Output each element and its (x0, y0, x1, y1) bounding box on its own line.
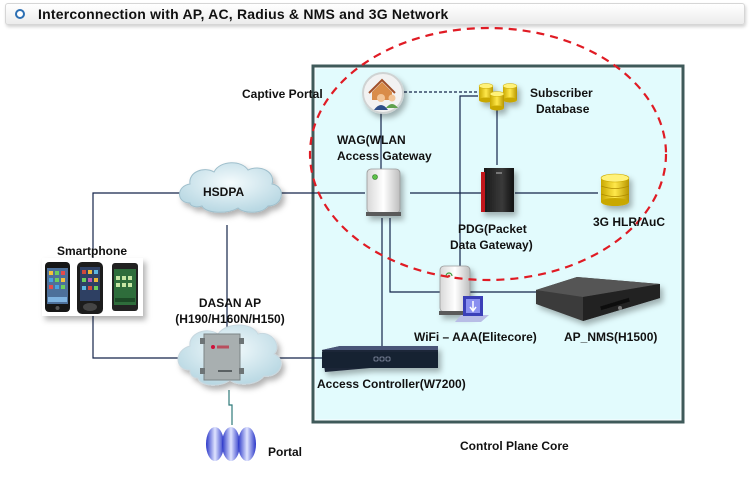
db-cylinder (478, 83, 494, 103)
portal-icon (206, 427, 256, 461)
dasan-ap-icon (200, 333, 244, 381)
label-captive-portal: Captive Portal (242, 87, 323, 101)
smartphone-group-icon (42, 258, 143, 316)
label-access-controller: Access Controller(W7200) (317, 377, 466, 391)
ap-nms-server-icon (536, 277, 660, 321)
subscriber-database-icon (478, 83, 518, 111)
title-bar: Interconnection with AP, AC, Radius & NM… (5, 3, 745, 25)
label-subscriber-db-2: Database (536, 102, 590, 116)
label-dasan-2: (H190/H160N/H150) (175, 312, 285, 326)
hsdpa-cloud-icon (179, 162, 282, 213)
link-db-aaa (459, 95, 478, 268)
label-wifi-aaa: WiFi – AAA(Elitecore) (414, 330, 537, 344)
label-wag-1: WAG(WLAN (337, 133, 406, 147)
label-pdg-2: Data Gateway) (450, 238, 533, 252)
wag-server-icon (366, 168, 401, 216)
label-pdg-1: PDG(Packet (458, 222, 527, 236)
media-transfer-icon (455, 296, 489, 322)
smartphone-2-icon (77, 262, 103, 314)
label-hlr: 3G HLR/AuC (593, 215, 665, 229)
label-subscriber-db-1: Subscriber (530, 86, 593, 100)
label-control-plane: Control Plane Core (460, 439, 569, 453)
captive-portal-icon (362, 72, 404, 114)
smartphone-1-icon (45, 262, 70, 312)
link-wag-nms (389, 218, 540, 293)
label-wag-2: Access Gateway (337, 149, 432, 163)
label-smartphone: Smartphone (57, 244, 128, 258)
label-hsdpa: HSDPA (203, 185, 245, 199)
access-controller-icon (322, 346, 438, 372)
label-dasan-1: DASAN AP (198, 296, 262, 310)
pdg-server-icon (481, 168, 514, 212)
link-smartphone-dasan (92, 316, 180, 359)
highlight-ring (308, 26, 668, 282)
label-ap-nms: AP_NMS(H1500) (564, 330, 658, 344)
diagram-title: Interconnection with AP, AC, Radius & NM… (38, 6, 449, 22)
bullet-icon (15, 9, 25, 19)
link-smartphone-hsdpa (92, 192, 180, 262)
link-dasan-portal (228, 390, 233, 425)
label-portal: Portal (268, 445, 303, 459)
smartphone-3-icon (112, 263, 138, 311)
hlr-database-icon (600, 173, 630, 206)
links (92, 95, 598, 425)
